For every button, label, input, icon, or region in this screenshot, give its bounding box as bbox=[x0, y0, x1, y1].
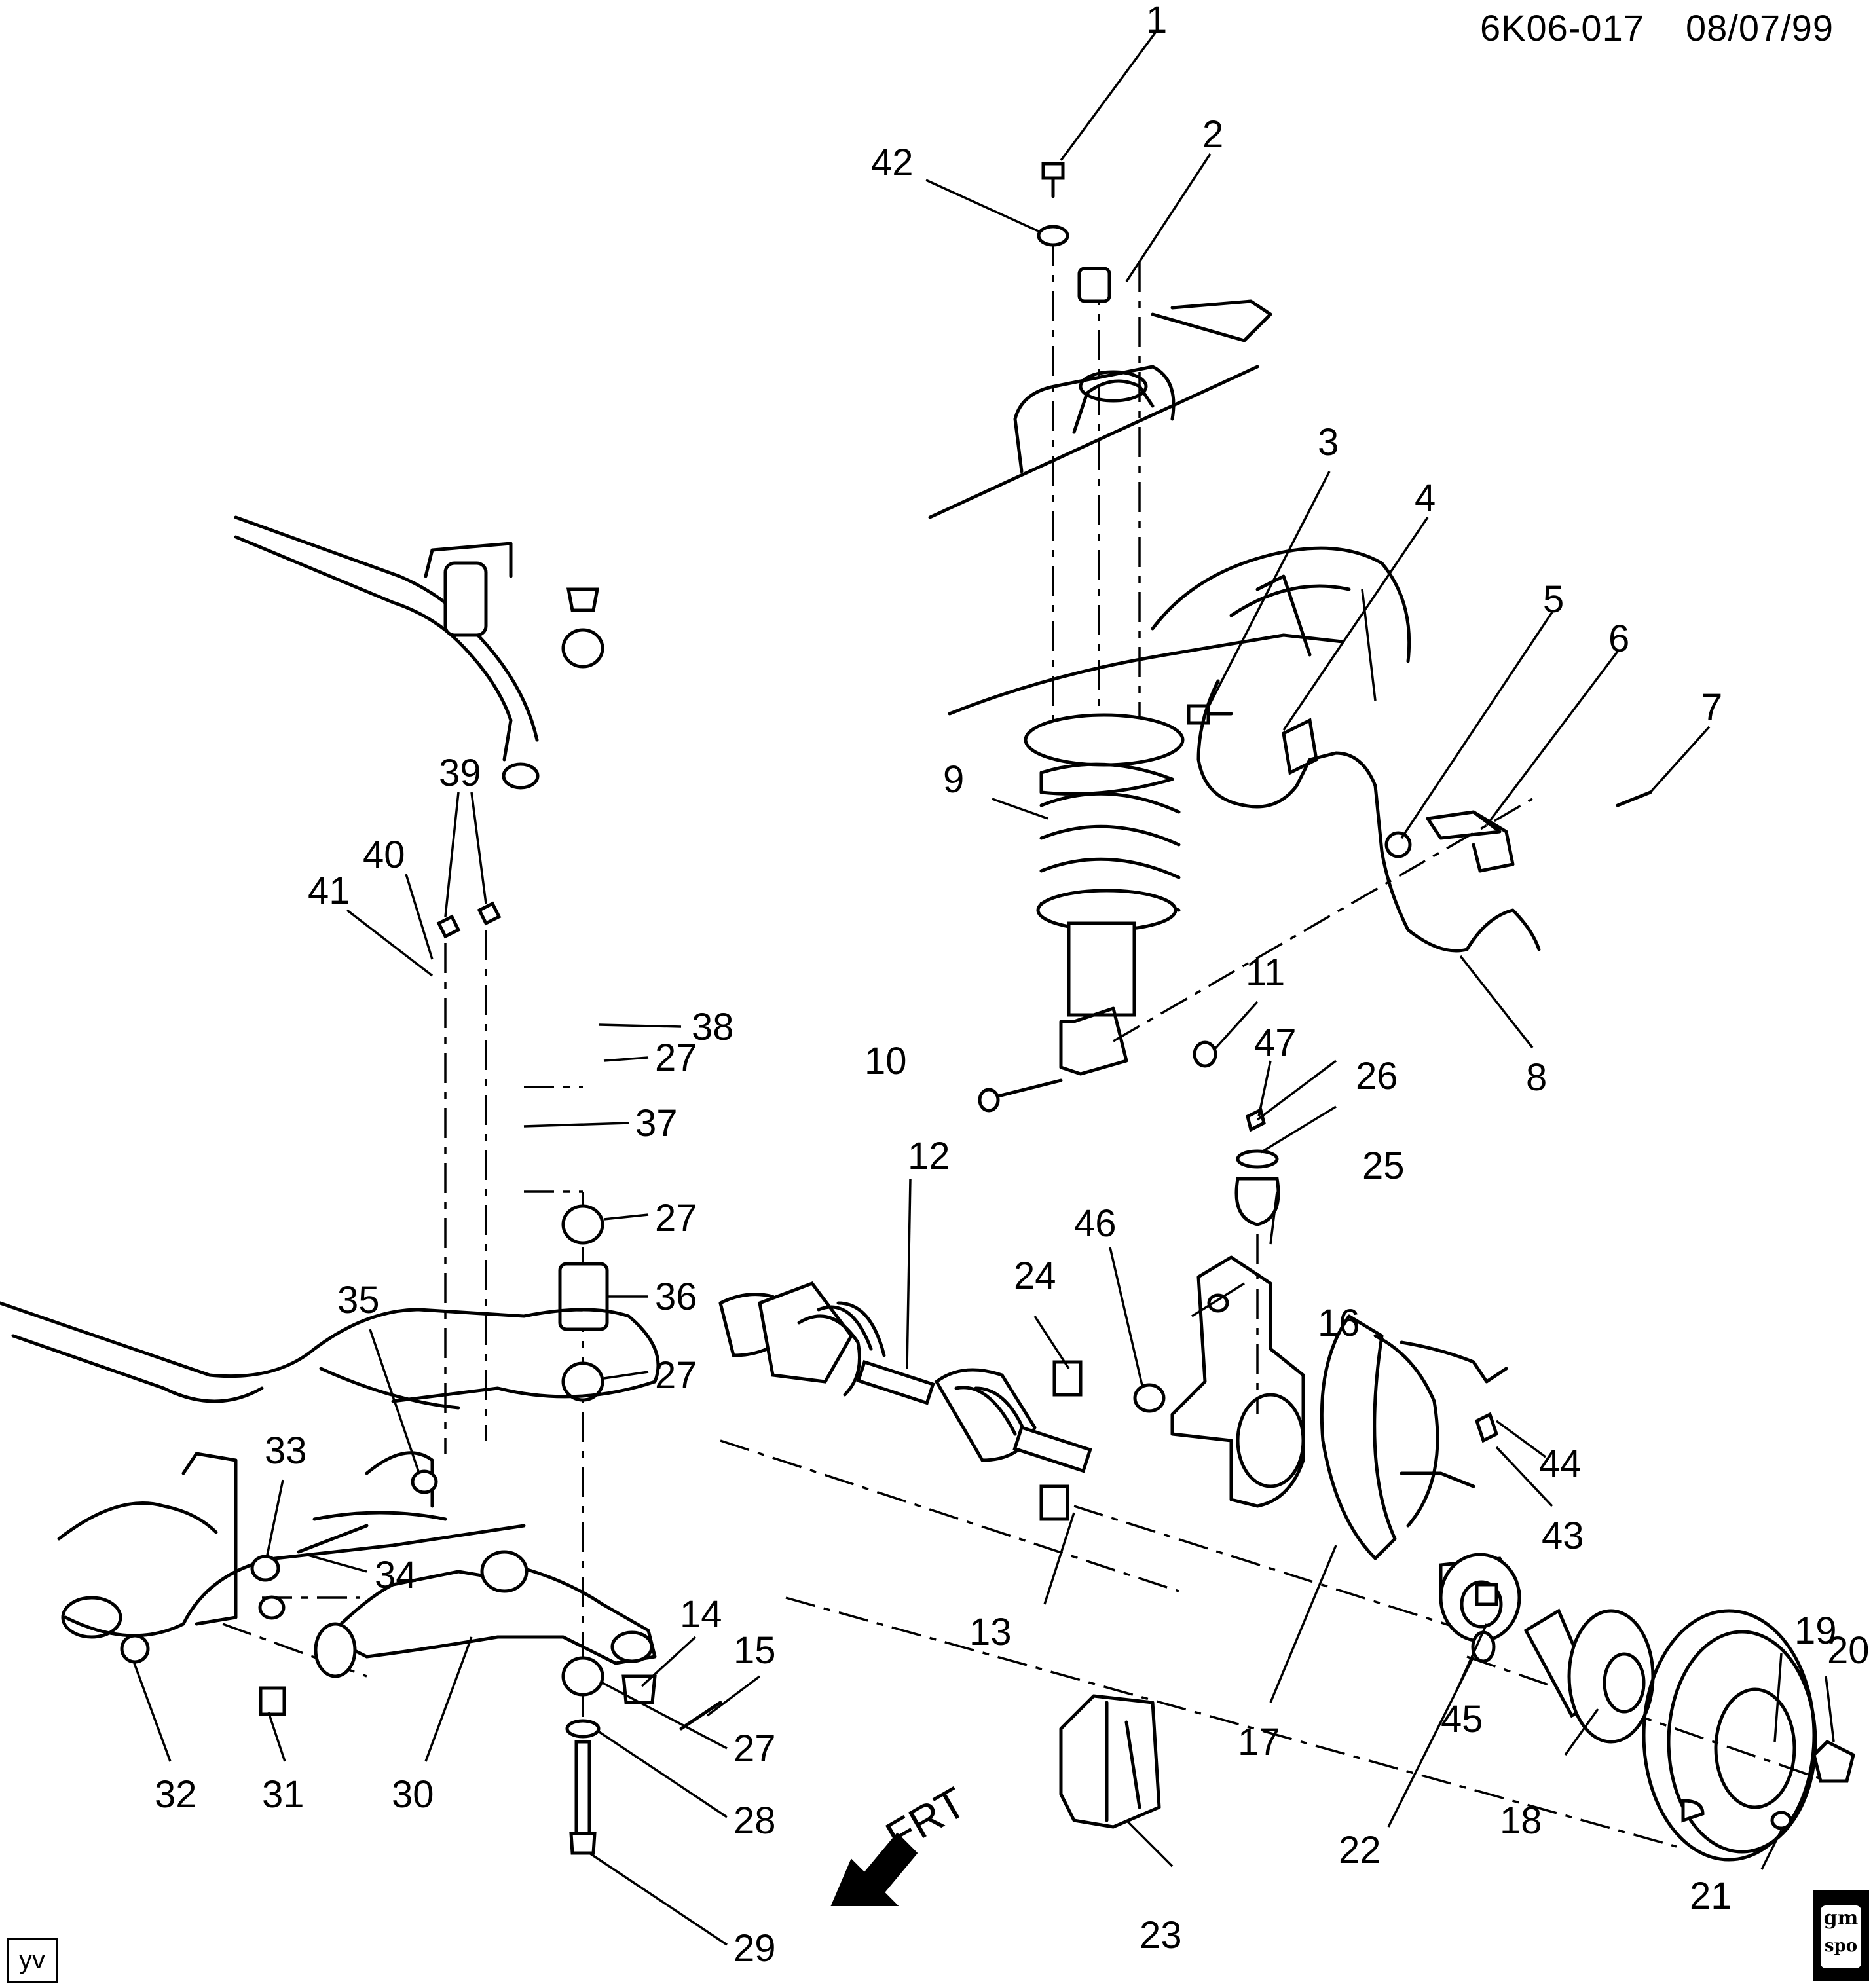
hub-and-rotor bbox=[1523, 1608, 1855, 1862]
gm-spo-logo: gm spo bbox=[1813, 1890, 1869, 1981]
callout-47: 47 bbox=[1254, 1022, 1297, 1064]
callout-3: 3 bbox=[1318, 421, 1339, 464]
callout-22: 22 bbox=[1339, 1829, 1381, 1871]
callout-43: 43 bbox=[1542, 1515, 1584, 1557]
callout-12: 12 bbox=[908, 1135, 950, 1177]
callout-27a: 27 bbox=[655, 1037, 697, 1079]
callout-32: 32 bbox=[155, 1773, 197, 1816]
callout-18: 18 bbox=[1500, 1799, 1542, 1842]
callout-30: 30 bbox=[392, 1773, 434, 1816]
gm-spo-logo-inner: gm spo bbox=[1821, 1905, 1861, 1968]
fasteners bbox=[120, 162, 1792, 1830]
callout-38: 38 bbox=[692, 1006, 734, 1048]
callout-39: 39 bbox=[439, 752, 481, 794]
callout-25: 25 bbox=[1362, 1145, 1405, 1187]
assembly-center-lines bbox=[222, 236, 1828, 1848]
callout-1: 1 bbox=[1146, 0, 1167, 41]
drive-axle bbox=[718, 1281, 1092, 1473]
callout-9: 9 bbox=[943, 758, 964, 801]
callout-41: 41 bbox=[308, 870, 350, 912]
callout-34: 34 bbox=[375, 1554, 417, 1596]
callout-29: 29 bbox=[733, 1927, 776, 1970]
callout-45: 45 bbox=[1441, 1698, 1483, 1740]
callout-10: 10 bbox=[864, 1040, 907, 1082]
splash-shield bbox=[1320, 1314, 1439, 1560]
strut-tower-body bbox=[928, 299, 1411, 716]
callout-11: 11 bbox=[1246, 951, 1285, 994]
callout-44: 44 bbox=[1539, 1443, 1582, 1485]
spo-logo-text: spo bbox=[1824, 1936, 1858, 1956]
stabilizer-bar bbox=[234, 515, 540, 790]
callout-27d: 27 bbox=[733, 1727, 776, 1770]
callout-19: 19 bbox=[1794, 1610, 1837, 1652]
gm-logo-text: gm bbox=[1823, 1907, 1859, 1930]
callout-33: 33 bbox=[265, 1429, 307, 1472]
arrow-down-left-icon bbox=[830, 1832, 918, 1906]
brake-caliper bbox=[1059, 1694, 1161, 1829]
strut-assembly bbox=[1024, 267, 1185, 1076]
callout-37: 37 bbox=[635, 1102, 678, 1145]
callout-13: 13 bbox=[969, 1611, 1012, 1653]
callout-14: 14 bbox=[680, 1593, 722, 1636]
callout-17: 17 bbox=[1238, 1721, 1280, 1763]
abs-wiring bbox=[1196, 679, 1541, 1384]
diagram-date: 08/07/99 bbox=[1686, 7, 1834, 48]
callout-16: 16 bbox=[1318, 1302, 1360, 1344]
callout-42: 42 bbox=[871, 141, 914, 184]
callout-leaders bbox=[133, 31, 1835, 1946]
callout-46: 46 bbox=[1074, 1202, 1117, 1245]
callout-5: 5 bbox=[1543, 578, 1564, 621]
callout-26: 26 bbox=[1356, 1055, 1398, 1097]
callout-27c: 27 bbox=[655, 1354, 697, 1397]
initials-text: yv bbox=[19, 1945, 45, 1974]
callout-6: 6 bbox=[1608, 617, 1629, 660]
lower-control-arm bbox=[314, 1550, 657, 1704]
stabilizer-link-stack bbox=[558, 587, 609, 1855]
callout-35: 35 bbox=[337, 1279, 380, 1321]
callout-31: 31 bbox=[262, 1773, 305, 1816]
callout-15: 15 bbox=[733, 1629, 776, 1672]
callout-24: 24 bbox=[1014, 1255, 1056, 1297]
callout-28: 28 bbox=[733, 1799, 776, 1842]
callout-23: 23 bbox=[1140, 1914, 1182, 1957]
callout-8: 8 bbox=[1526, 1056, 1547, 1099]
callout-4: 4 bbox=[1415, 477, 1436, 519]
callout-numbers: 1 2 3 4 5 6 7 8 9 10 11 12 13 14 15 16 1… bbox=[155, 0, 1870, 1970]
callout-7: 7 bbox=[1701, 686, 1722, 729]
front-cradle bbox=[0, 1301, 660, 1639]
callout-36: 36 bbox=[655, 1276, 697, 1318]
callout-2: 2 bbox=[1202, 113, 1223, 156]
diagram-code-number: 6K06-017 bbox=[1480, 7, 1644, 48]
callout-21: 21 bbox=[1690, 1875, 1732, 1917]
callout-27b: 27 bbox=[655, 1197, 697, 1240]
callout-20: 20 bbox=[1827, 1629, 1870, 1672]
diagram-code: 6K06-017 08/07/99 bbox=[1480, 7, 1834, 49]
callout-40: 40 bbox=[363, 834, 405, 876]
initials-box: yv bbox=[7, 1938, 58, 1983]
front-direction-arrow: FRT bbox=[830, 1777, 974, 1906]
steering-knuckle bbox=[1170, 1255, 1305, 1508]
